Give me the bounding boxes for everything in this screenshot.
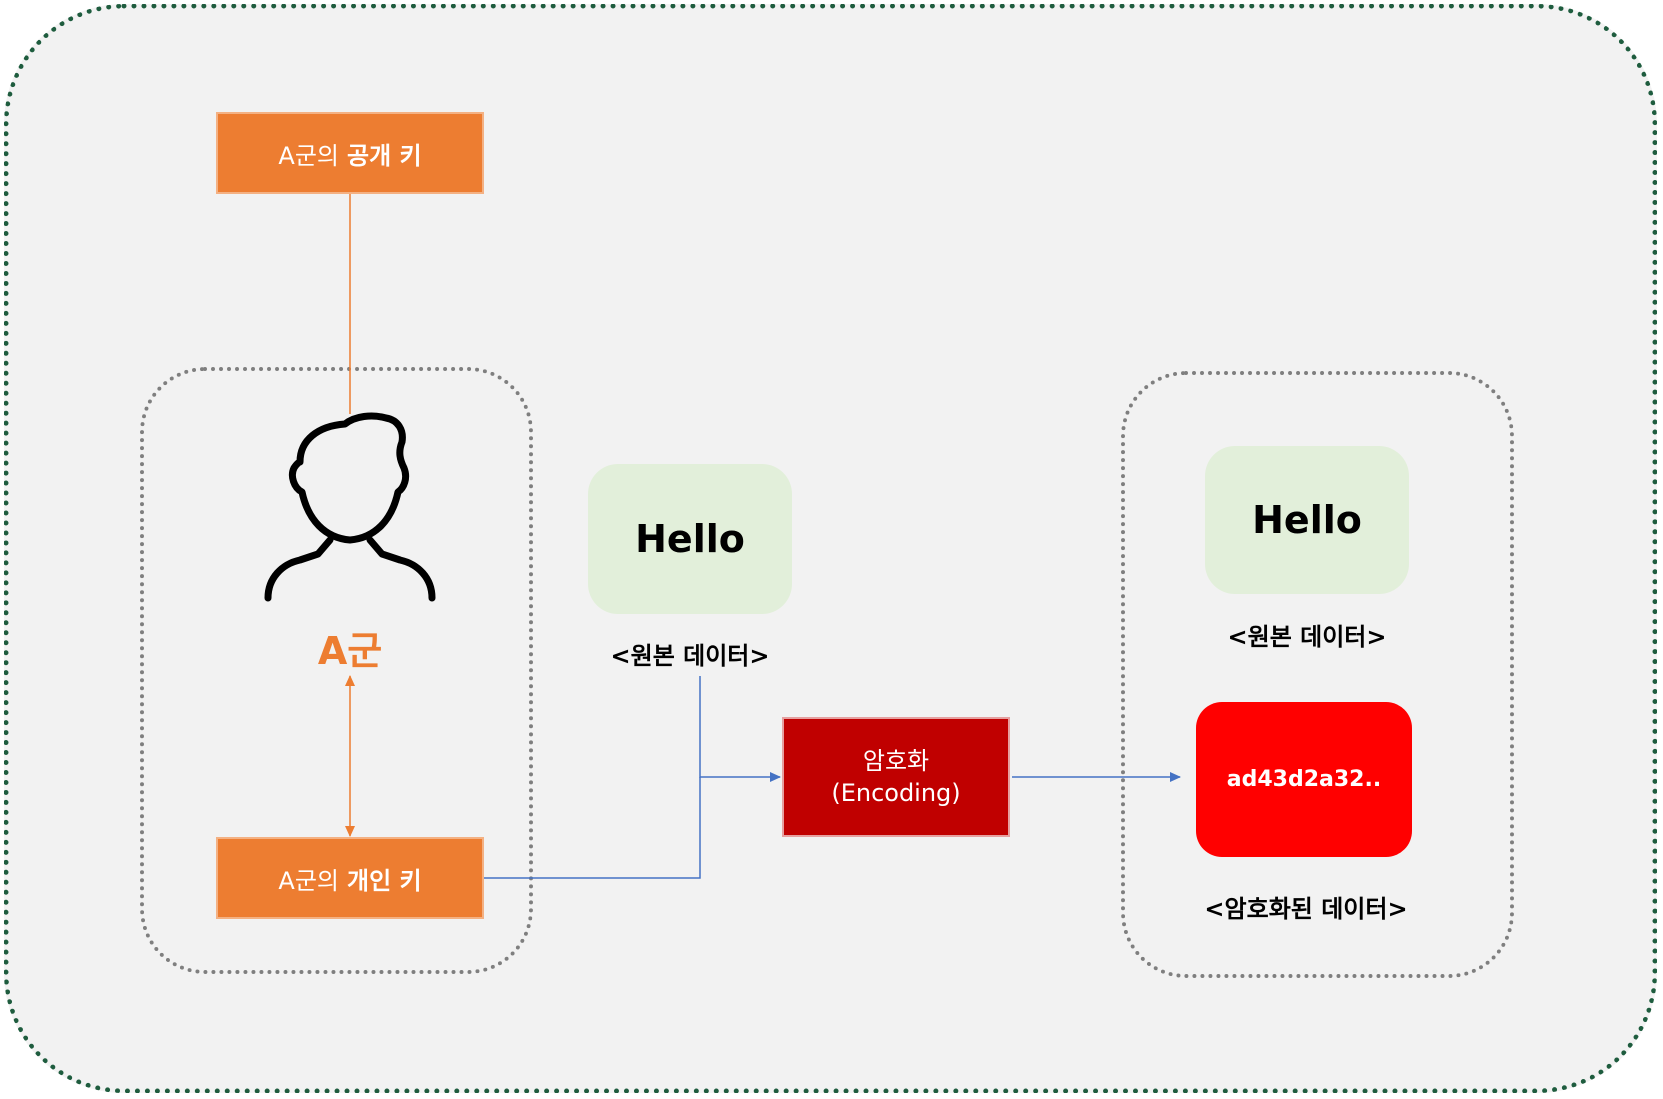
person-outline-icon: [264, 412, 436, 602]
cipher-data-caption: <암호화된 데이터>: [1204, 895, 1408, 923]
result-group: [1121, 371, 1514, 978]
public-key-label: 공개 키: [346, 141, 422, 170]
sender-name: A군: [317, 629, 383, 673]
result-original-caption: <원본 데이터>: [1227, 623, 1387, 651]
cipher-data-box: ad43d2a32..: [1196, 702, 1412, 857]
original-data-box: Hello: [588, 464, 792, 614]
encryption-sublabel: (Encoding): [831, 779, 961, 807]
sender-group: [140, 367, 533, 974]
original-data-caption: <원본 데이터>: [610, 642, 770, 670]
encryption-label: 암호화: [862, 747, 930, 775]
private-key-box: A군의 개인 키: [216, 837, 484, 919]
private-key-prefix: A군의: [278, 866, 339, 895]
result-original-box: Hello: [1205, 446, 1409, 594]
private-key-label: 개인 키: [346, 866, 422, 895]
encryption-box: 암호화 (Encoding): [782, 717, 1010, 837]
public-key-prefix: A군의: [278, 141, 339, 170]
private-key-to-encrypt-line: [484, 777, 701, 879]
public-key-box: A군의 공개 키: [216, 112, 484, 194]
original-to-encrypt-arrow: [699, 676, 781, 782]
